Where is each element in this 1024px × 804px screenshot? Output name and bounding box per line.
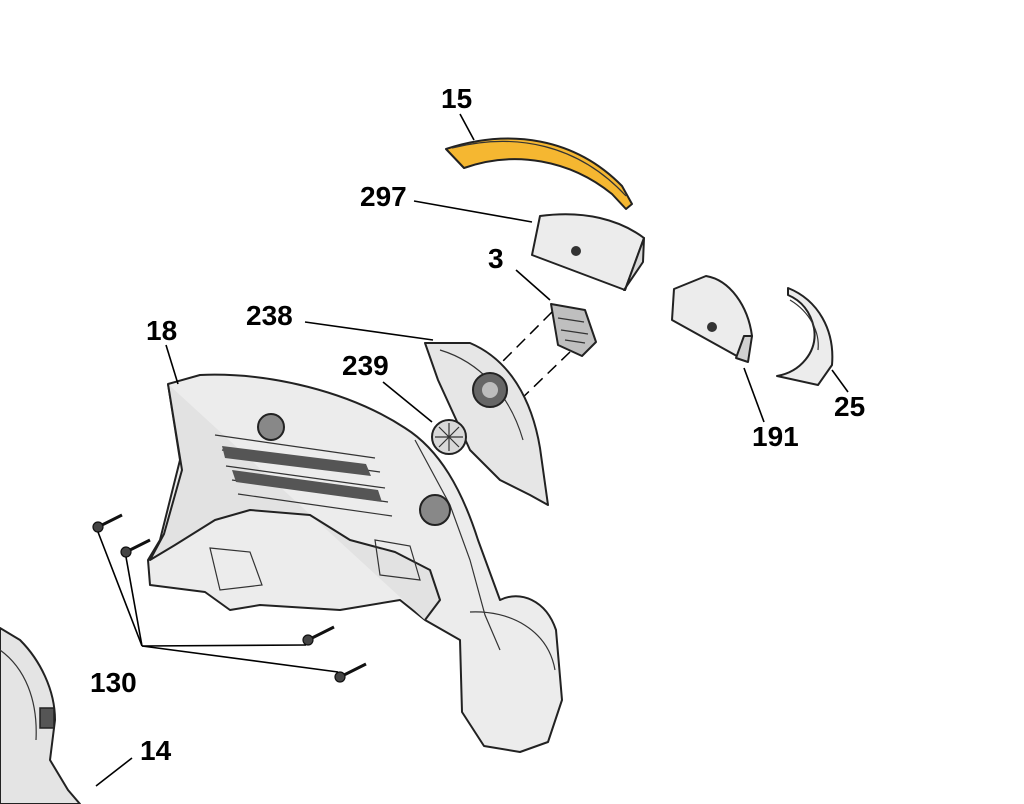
callout-191: 191: [752, 421, 799, 452]
screw-icon: [92, 513, 123, 533]
leader-lines: [95, 113, 849, 787]
part-238-plate[interactable]: [424, 342, 549, 506]
part-3-knob[interactable]: [550, 303, 597, 357]
callout-25: 25: [834, 391, 865, 422]
screw-icon: [120, 538, 151, 558]
part-297-block[interactable]: [531, 213, 645, 291]
part-239-grille[interactable]: [431, 419, 467, 455]
main-housing[interactable]: [147, 373, 563, 753]
callout-297: 297: [360, 181, 407, 212]
part-191-bracket[interactable]: [671, 275, 753, 363]
callout-238: 238: [246, 300, 293, 331]
callout-18: 18: [146, 315, 177, 346]
screw-icon: [302, 625, 335, 646]
callout-3: 3: [488, 243, 504, 274]
callout-130: 130: [90, 667, 137, 698]
part-14-partial[interactable]: [0, 627, 81, 804]
screw-icon: [334, 662, 367, 683]
part-15-trim-strip[interactable]: [445, 137, 633, 210]
callout-14: 14: [140, 735, 172, 766]
callout-239: 239: [342, 350, 389, 381]
callout-15: 15: [441, 83, 472, 114]
dashed-guide: [499, 311, 571, 403]
part-25-clip[interactable]: [776, 287, 834, 386]
